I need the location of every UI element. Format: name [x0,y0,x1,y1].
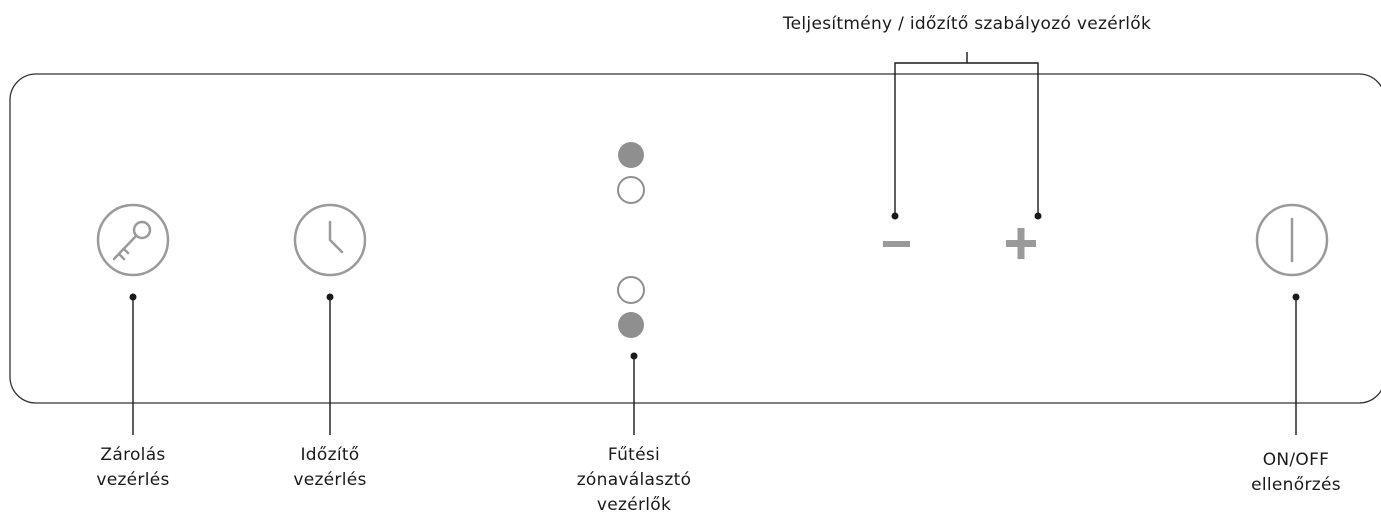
control-panel-outline [9,73,1381,404]
clock-icon [293,203,367,277]
clock-hands [328,220,344,254]
timer-control[interactable] [293,203,367,277]
power-timer-controls-label: Teljesítmény / időzítő szabályozó vezérl… [667,12,1267,37]
zone-label-line2: zónaválasztó [576,470,692,490]
power-label-line1: ON/OFF [1262,450,1330,470]
zone-label-line1: Fűtési [607,445,661,465]
zone-indicator-filled [618,142,644,168]
timer-label-line1: Időzítő [300,445,360,465]
plus-icon-vertical [1017,228,1025,259]
lock-label-line2: vezérlés [96,470,170,490]
key-icon [112,220,152,261]
plus-button[interactable] [1006,228,1036,259]
power-icon [1255,203,1329,277]
power-control[interactable] [1255,203,1329,277]
power-timer-controls-label-text: Teljesítmény / időzítő szabályozó vezérl… [782,14,1152,34]
zone-indicator-empty [617,176,645,204]
power-label-line2: ellenőrzés [1251,475,1341,495]
minus-icon [883,241,910,247]
leader-lines [129,52,1300,435]
timer-control-label: Időzítő vezérlés [255,443,405,493]
zone-indicator-empty [617,276,645,304]
minus-button[interactable] [883,241,910,247]
zone-label-line3: vezérlők [596,495,672,515]
zone-indicator-filled [618,312,644,338]
lock-control[interactable] [96,203,170,277]
power-control-label: ON/OFF ellenőrzés [1221,448,1371,498]
timer-label-line2: vezérlés [293,470,367,490]
zone-selector-label: Fűtési zónaválasztó vezérlők [534,443,734,518]
lock-label-line1: Zárolás [100,445,166,465]
zone-selector-control[interactable] [617,142,645,338]
lock-control-label: Zárolás vezérlés [58,443,208,493]
